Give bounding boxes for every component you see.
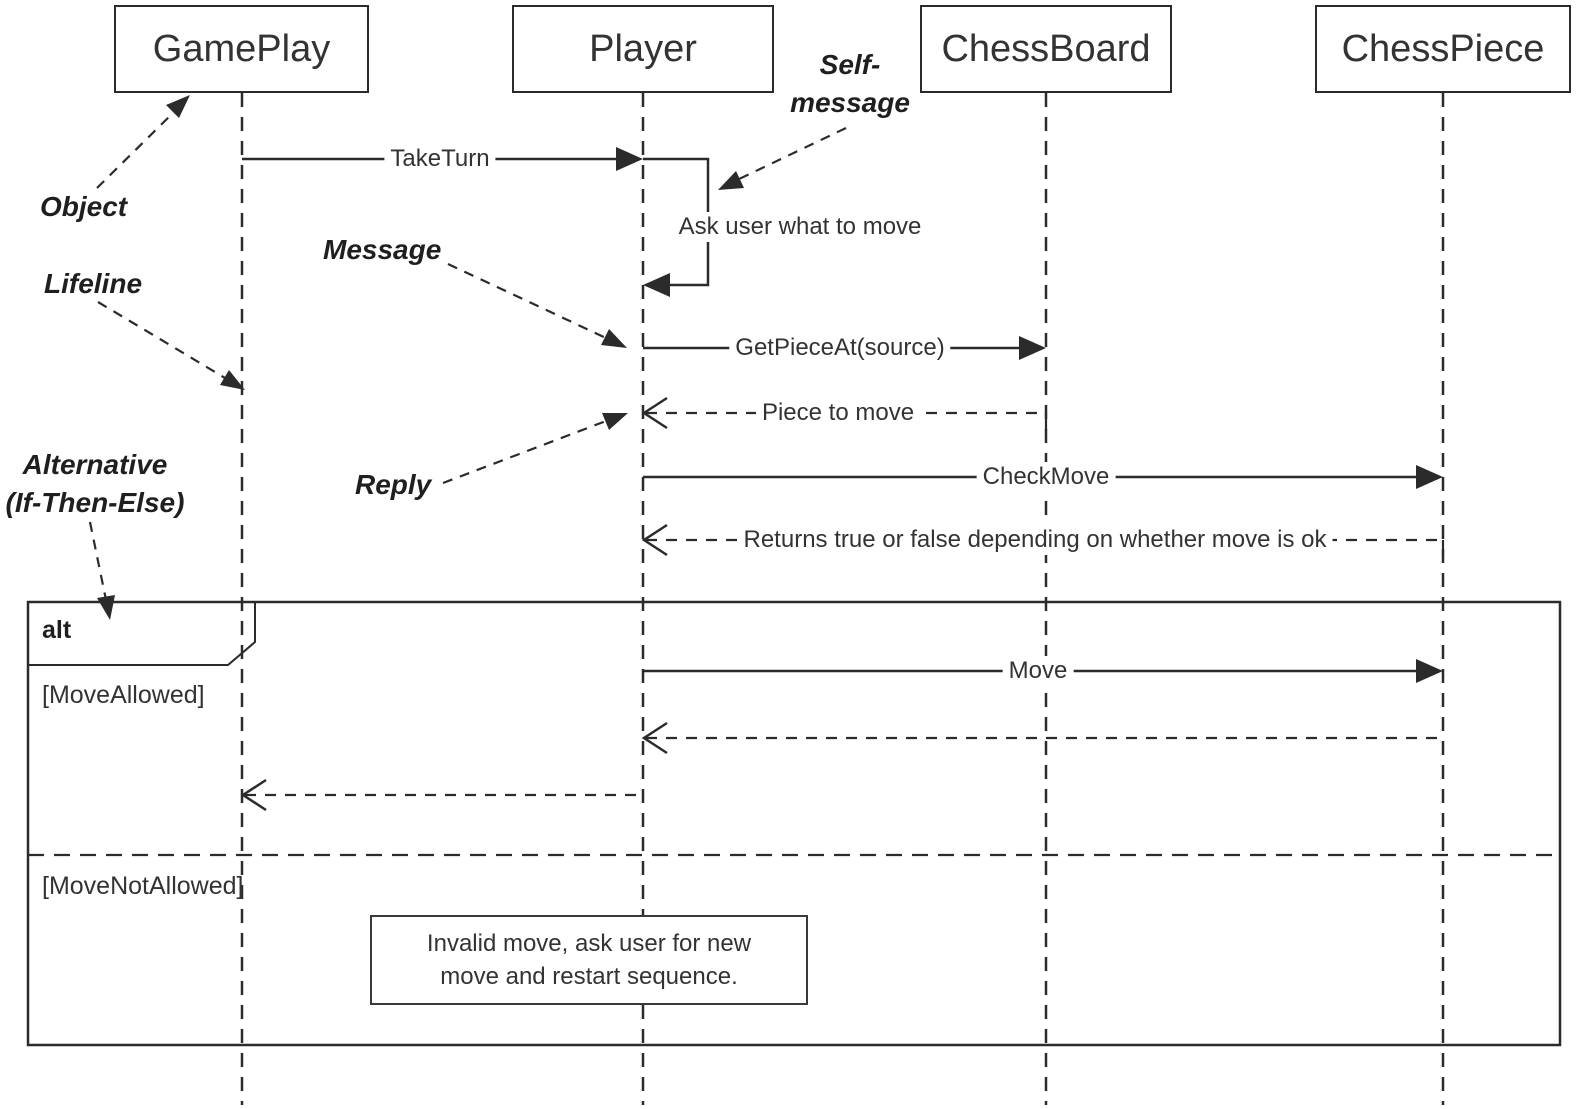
returns-open-arrowhead <box>641 523 668 557</box>
alt-frame <box>26 600 1562 1047</box>
self-message-arrowhead <box>643 273 670 297</box>
lifeline-annotation-arrowhead <box>220 370 245 390</box>
piece-to-move-open-arrowhead <box>641 396 668 430</box>
guard-move-not-allowed: [MoveNotAllowed] <box>42 872 244 900</box>
guard-move-allowed: [MoveAllowed] <box>42 681 205 709</box>
check-move-label: CheckMove <box>976 462 1116 492</box>
note-line-2: move and restart sequence. <box>440 963 738 990</box>
annotation-alternative-line1: Alternative <box>22 449 168 480</box>
object-box-chesspiece: ChessPiece <box>1315 5 1571 93</box>
check-move-arrowhead <box>1416 465 1443 489</box>
gameplay-reply <box>240 778 643 812</box>
get-piece-at-label: GetPieceAt(source) <box>729 333 951 363</box>
move-reply <box>641 721 1443 755</box>
object-annotation-arrowhead <box>166 95 190 118</box>
object-box-chessboard: ChessBoard <box>920 5 1172 93</box>
object-label-chesspiece: ChessPiece <box>1341 27 1545 70</box>
annotation-alternative: Alternative (If-Then-Else) <box>0 446 190 522</box>
message-annotation-arrow <box>447 263 607 339</box>
annotation-self-message-line1: Self- <box>819 49 881 80</box>
move-reply-open-arrowhead <box>641 721 668 755</box>
object-box-gameplay: GamePlay <box>114 5 369 93</box>
lifeline-annotation-arrow <box>97 301 226 379</box>
annotation-self-message: Self- message <box>778 46 922 122</box>
object-label-gameplay: GamePlay <box>152 27 331 70</box>
alt-tab <box>28 602 256 666</box>
get-piece-at-arrowhead <box>1019 336 1046 360</box>
reply-annotation-arrowhead <box>602 413 628 430</box>
annotation-lifeline: Lifeline <box>44 268 143 299</box>
annotation-message: Message <box>323 234 442 265</box>
gameplay-reply-open-arrowhead <box>240 778 267 812</box>
take-turn-arrowhead <box>616 147 643 171</box>
annotation-reply: Reply <box>355 469 432 500</box>
self-message-annotation-arrowhead <box>718 171 744 190</box>
message-annotation-arrowhead <box>601 329 627 348</box>
take-turn-label: TakeTurn <box>384 144 496 174</box>
note-line-1: Invalid move, ask user for new <box>426 930 752 957</box>
move-arrowhead <box>1416 659 1443 683</box>
annotation-self-message-line2: message <box>790 87 910 118</box>
move-label: Move <box>1002 656 1074 686</box>
alt-operator-label: alt <box>42 616 72 644</box>
reply-annotation-arrow <box>442 419 607 485</box>
annotation-object: Object <box>40 191 128 222</box>
returns-label: Returns true or false depending on wheth… <box>737 525 1333 555</box>
invalid-move-note: Invalid move, ask user for new move and … <box>370 915 808 1005</box>
piece-to-move-label: Piece to move <box>755 398 921 428</box>
annotation-alternative-line2: (If-Then-Else) <box>5 487 185 518</box>
object-annotation-arrow <box>96 109 177 189</box>
self-message-label: Ask user what to move <box>672 212 928 242</box>
alternative-annotation-arrow <box>88 521 108 601</box>
annotation-arrows <box>88 109 847 601</box>
object-label-chessboard: ChessBoard <box>941 27 1151 70</box>
alternative-annotation-arrowhead <box>97 595 115 620</box>
annotation-arrowheads <box>97 95 744 620</box>
object-label-player: Player <box>589 27 697 70</box>
self-message-annotation-arrow <box>736 127 847 181</box>
object-box-player: Player <box>512 5 774 93</box>
